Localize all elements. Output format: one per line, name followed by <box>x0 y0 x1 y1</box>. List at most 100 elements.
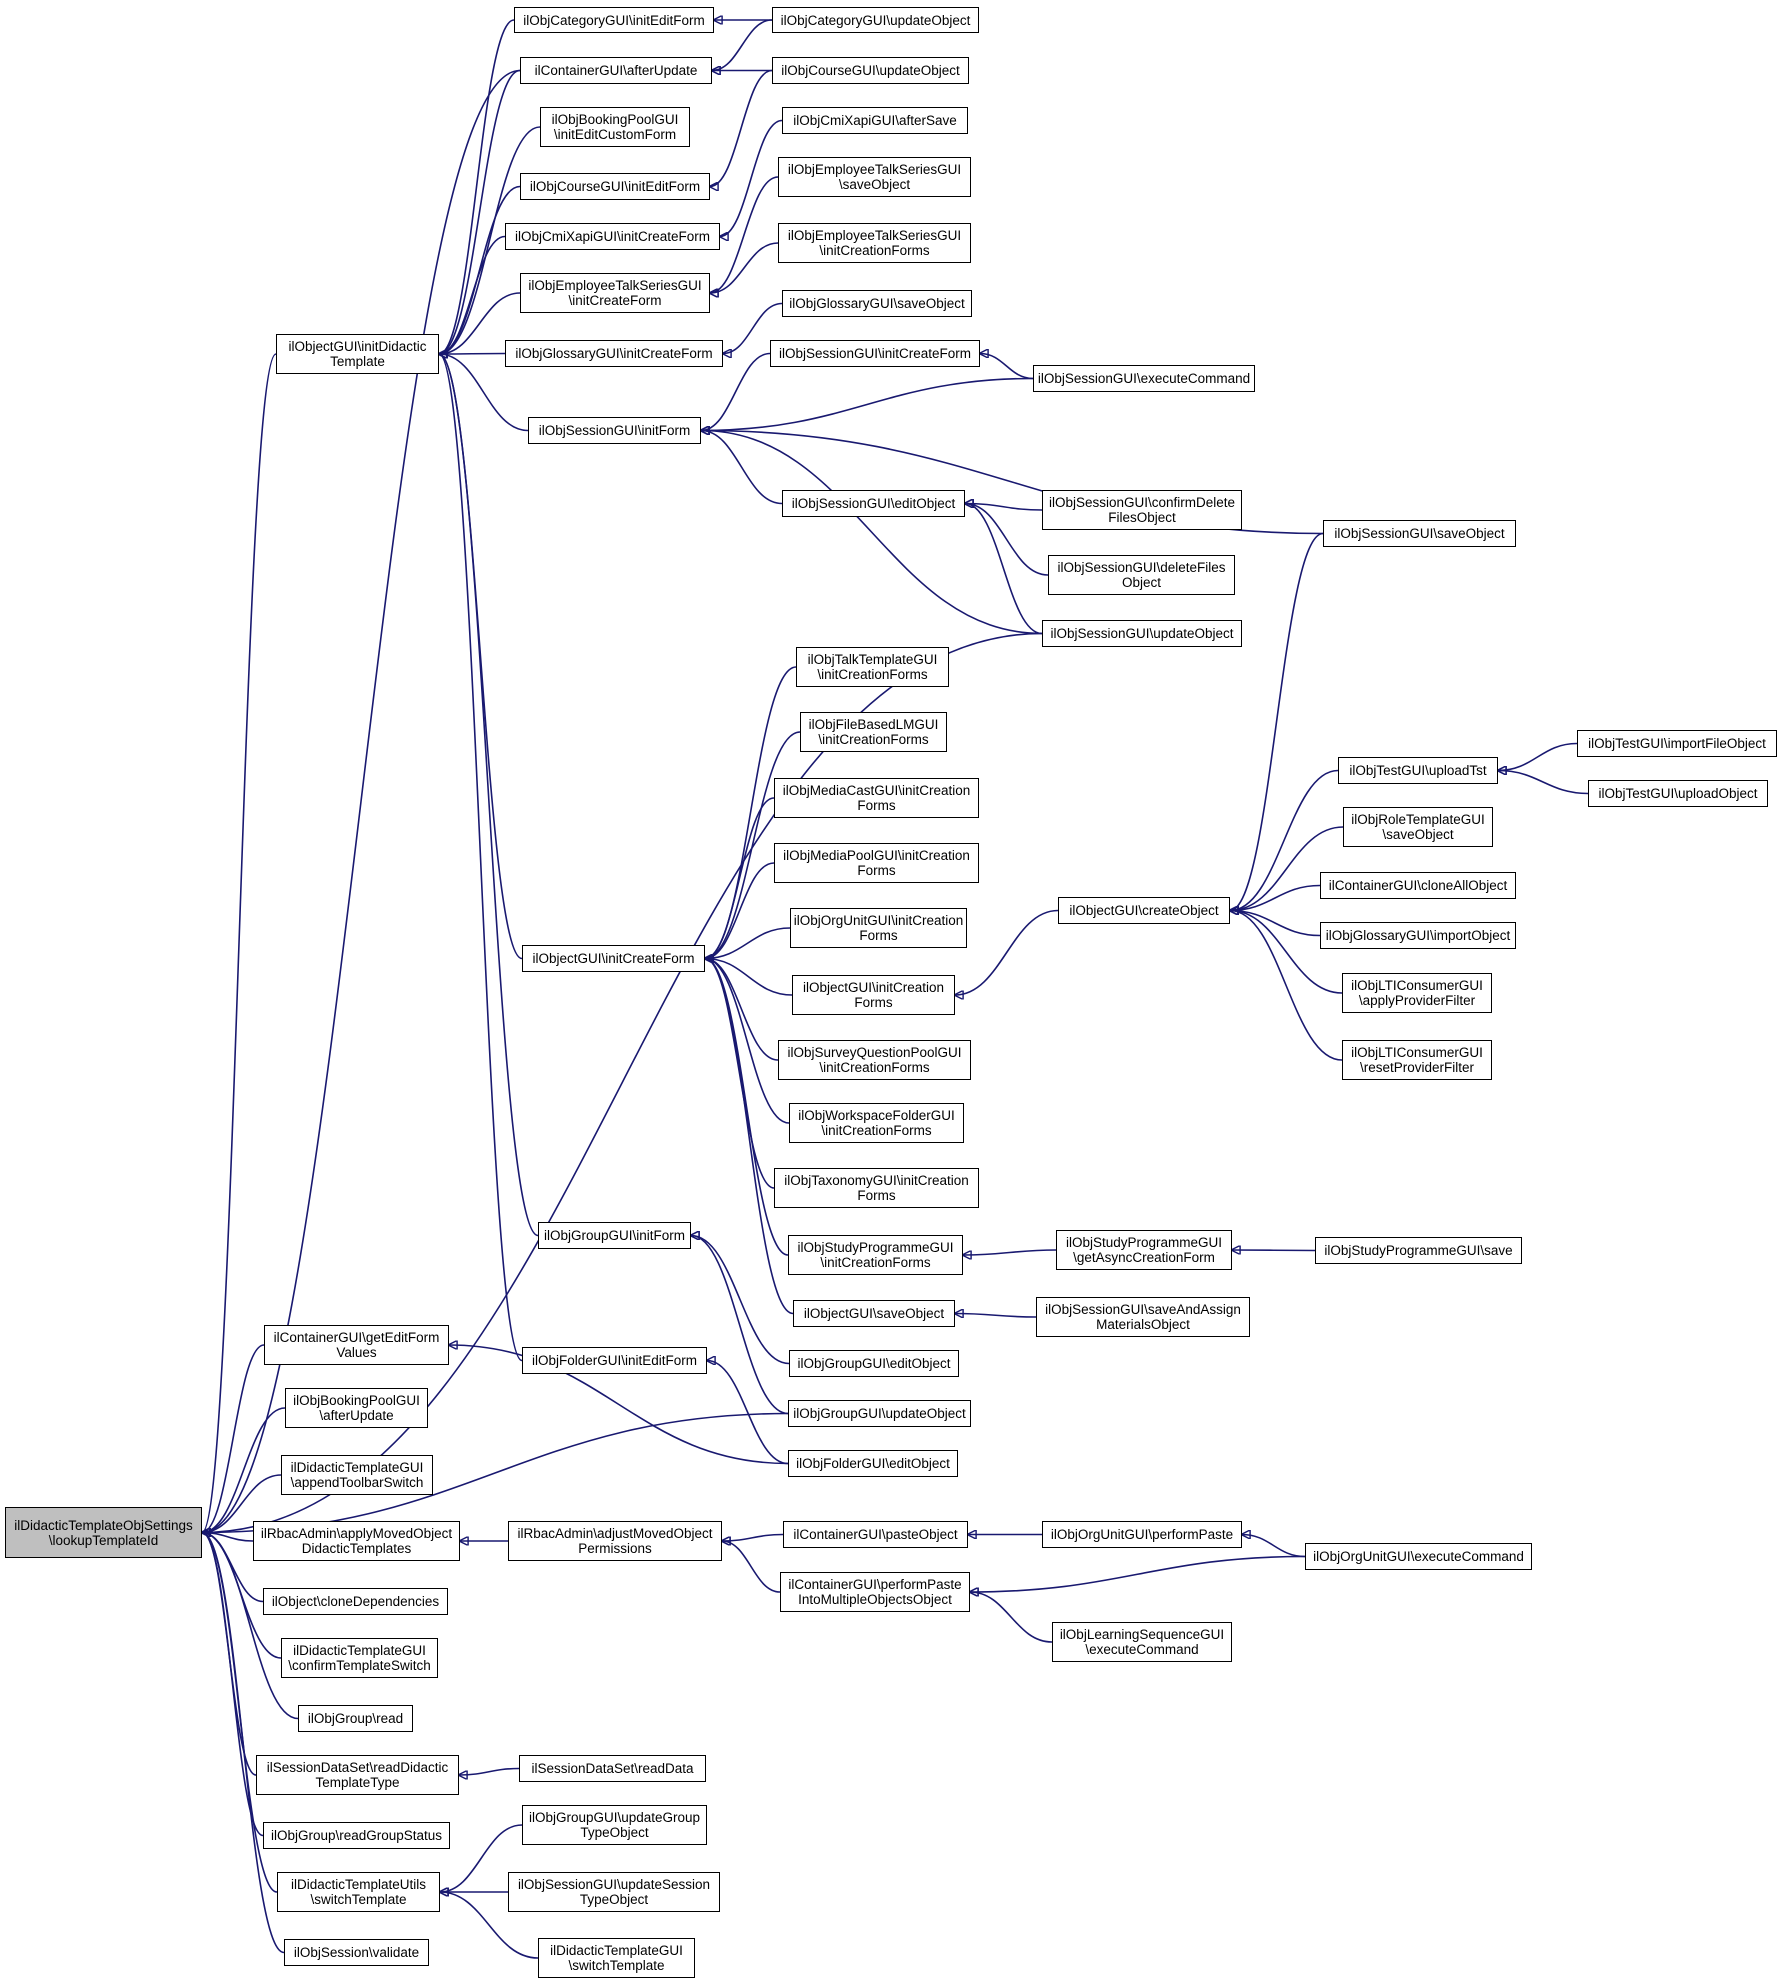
node-talk-template-gui-init-creation-forms[interactable]: ilObjTalkTemplateGUI \initCreationForms <box>796 647 949 687</box>
node-container-gui-after-update[interactable]: ilContainerGUI\afterUpdate <box>520 57 712 84</box>
node-container-gui-clone-all-object[interactable]: ilContainerGUI\cloneAllObject <box>1320 872 1516 899</box>
node-container-gui-perform-paste-into-multiple-objects[interactable]: ilContainerGUI\performPaste IntoMultiple… <box>780 1572 970 1612</box>
node-group-gui-init-form[interactable]: ilObjGroupGUI\initForm <box>538 1222 691 1249</box>
node-category-gui-update-object[interactable]: ilObjCategoryGUI\updateObject <box>772 7 979 33</box>
node-session-gui-edit-object[interactable]: ilObjSessionGUI\editObject <box>782 490 965 517</box>
node-test-gui-import-file-object[interactable]: ilObjTestGUI\importFileObject <box>1577 730 1777 757</box>
node-test-gui-upload-object[interactable]: ilObjTestGUI\uploadObject <box>1588 780 1768 807</box>
edge-n2-to-n1 <box>202 353 277 1533</box>
node-employee-talk-series-gui-init-creation-forms[interactable]: ilObjEmployeeTalkSeriesGUI \initCreation… <box>778 223 971 263</box>
edge-n44-to-n22 <box>705 959 793 996</box>
node-object-gui-save-object[interactable]: ilObjectGUI\saveObject <box>793 1300 955 1327</box>
node-obj-group-read-group-status[interactable]: ilObjGroup\readGroupStatus <box>263 1822 450 1849</box>
edge-n58-to-n59 <box>1230 532 1324 911</box>
node-lti-consumer-gui-apply-provider-filter[interactable]: ilObjLTIConsumerGUI \applyProviderFilter <box>1342 973 1492 1013</box>
node-employee-talk-series-gui-init-create-form[interactable]: ilObjEmployeeTalkSeriesGUI \initCreateFo… <box>520 273 710 313</box>
node-obj-session-validate[interactable]: ilObjSession\validate <box>284 1939 429 1966</box>
node-didactic-template-gui-switch-template[interactable]: ilDidacticTemplateGUI \switchTemplate <box>538 1938 695 1978</box>
node-cmi-xapi-gui-after-save[interactable]: ilObjCmiXapiGUI\afterSave <box>782 107 968 134</box>
node-session-gui-execute-command[interactable]: ilObjSessionGUI\executeCommand <box>1033 365 1255 392</box>
node-group-gui-update-group-type-object[interactable]: ilObjGroupGUI\updateGroup TypeObject <box>522 1805 707 1845</box>
node-course-gui-update-object[interactable]: ilObjCourseGUI\updateObject <box>772 57 969 84</box>
edge-n42-to-n22 <box>705 862 775 959</box>
node-container-gui-paste-object[interactable]: ilContainerGUI\pasteObject <box>783 1521 968 1548</box>
edge-n33-to-n19 <box>710 176 779 293</box>
node-session-data-set-read-didactic-template-type[interactable]: ilSessionDataSet\readDidactic TemplateTy… <box>256 1755 459 1795</box>
node-object-gui-init-didactic-template[interactable]: ilObjectGUI\initDidactic Template <box>276 334 439 374</box>
node-lookup-template-id[interactable]: ilDidacticTemplateObjSettings \lookupTem… <box>5 1507 202 1558</box>
node-workspace-folder-gui-init-creation-forms[interactable]: ilObjWorkspaceFolderGUI \initCreationFor… <box>789 1103 964 1143</box>
node-test-gui-upload-tst[interactable]: ilObjTestGUI\uploadTst <box>1338 757 1498 784</box>
edge-n63-to-n54 <box>970 1592 1053 1643</box>
node-role-template-gui-save-object[interactable]: ilObjRoleTemplateGUI \saveObject <box>1343 807 1493 847</box>
edge-n36-to-n21 <box>701 352 771 431</box>
edge-n37-to-n21 <box>701 431 783 505</box>
node-session-gui-save-object[interactable]: ilObjSessionGUI\saveObject <box>1323 520 1516 547</box>
node-session-gui-init-create-form[interactable]: ilObjSessionGUI\initCreateForm <box>770 340 980 367</box>
node-folder-gui-edit-object[interactable]: ilObjFolderGUI\editObject <box>788 1450 958 1477</box>
node-object-gui-init-create-form[interactable]: ilObjectGUI\initCreateForm <box>522 945 705 972</box>
node-didactic-template-utils-switch-template[interactable]: ilDidacticTemplateUtils \switchTemplate <box>277 1872 440 1912</box>
node-lti-consumer-gui-reset-provider-filter[interactable]: ilObjLTIConsumerGUI \resetProviderFilter <box>1342 1040 1492 1080</box>
edge-n71-to-n54 <box>970 1555 1306 1593</box>
edge-n55-to-n36 <box>980 354 1034 380</box>
node-group-gui-update-object[interactable]: ilObjGroupGUI\updateObject <box>788 1400 971 1427</box>
edge-n57-to-n37 <box>965 504 1049 576</box>
edge-n16-to-n2 <box>439 126 541 354</box>
node-object-clone-dependencies[interactable]: ilObject\cloneDependencies <box>263 1588 448 1615</box>
node-didactic-template-gui-confirm-template-switch[interactable]: ilDidacticTemplateGUI \confirmTemplateSw… <box>281 1638 438 1678</box>
node-object-gui-init-creation-forms[interactable]: ilObjectGUI\initCreation Forms <box>792 975 955 1015</box>
node-session-data-set-read-data[interactable]: ilSessionDataSet\readData <box>519 1755 706 1782</box>
node-glossary-gui-save-object[interactable]: ilObjGlossaryGUI\saveObject <box>782 290 972 317</box>
node-survey-question-pool-gui-init-creation-forms[interactable]: ilObjSurveyQuestionPoolGUI \initCreation… <box>778 1040 971 1080</box>
edge-n46-to-n22 <box>705 959 790 1124</box>
edge-n43-to-n22 <box>705 927 791 959</box>
node-org-unit-gui-perform-paste[interactable]: ilObjOrgUnitGUI\performPaste <box>1042 1521 1242 1548</box>
node-object-gui-create-object[interactable]: ilObjectGUI\createObject <box>1058 897 1230 924</box>
node-org-unit-gui-init-creation-forms[interactable]: ilObjOrgUnitGUI\initCreation Forms <box>790 908 967 948</box>
node-booking-pool-gui-init-edit-custom-form[interactable]: ilObjBookingPoolGUI \initEditCustomForm <box>540 107 690 147</box>
node-media-cast-gui-init-creation-forms[interactable]: ilObjMediaCastGUI\initCreation Forms <box>774 778 979 818</box>
edge-n38-to-n37 <box>965 504 1043 635</box>
edge-n24-to-n2 <box>439 354 523 1362</box>
node-learning-sequence-gui-execute-command[interactable]: ilObjLearningSequenceGUI \executeCommand <box>1052 1622 1232 1662</box>
node-booking-pool-gui-after-update[interactable]: ilObjBookingPoolGUI \afterUpdate <box>285 1388 428 1428</box>
edge-n40-to-n22 <box>705 731 801 959</box>
edge-n53-to-n25 <box>722 1533 784 1542</box>
node-glossary-gui-init-create-form[interactable]: ilObjGlossaryGUI\initCreateForm <box>505 340 723 367</box>
node-employee-talk-series-gui-save-object[interactable]: ilObjEmployeeTalkSeriesGUI \saveObject <box>778 157 971 197</box>
node-session-gui-confirm-delete-files-object[interactable]: ilObjSessionGUI\confirmDelete FilesObjec… <box>1042 490 1242 530</box>
node-session-gui-delete-files-object[interactable]: ilObjSessionGUI\deleteFiles Object <box>1048 555 1235 595</box>
node-file-based-lm-gui-init-creation-forms[interactable]: ilObjFileBasedLMGUI \initCreationForms <box>800 712 947 752</box>
edge-n15-to-n1 <box>202 69 521 1533</box>
edge-n72-to-n64 <box>1498 742 1578 771</box>
node-glossary-gui-import-object[interactable]: ilObjGlossaryGUI\importObject <box>1320 922 1516 949</box>
node-folder-gui-init-edit-form[interactable]: ilObjFolderGUI\initEditForm <box>522 1347 707 1374</box>
node-rbac-admin-apply-moved-object-didactic-templates[interactable]: ilRbacAdmin\applyMovedObject DidacticTem… <box>253 1521 460 1561</box>
node-group-gui-edit-object[interactable]: ilObjGroupGUI\editObject <box>789 1350 959 1377</box>
node-study-programme-gui-init-creation-forms[interactable]: ilObjStudyProgrammeGUI \initCreationForm… <box>788 1235 963 1275</box>
edge-n49-to-n22 <box>705 959 794 1315</box>
node-study-programme-gui-save[interactable]: ilObjStudyProgrammeGUI\save <box>1315 1237 1522 1264</box>
node-obj-group-read[interactable]: ilObjGroup\read <box>298 1705 413 1732</box>
node-taxonomy-gui-init-creation-forms[interactable]: ilObjTaxonomyGUI\initCreation Forms <box>774 1168 979 1208</box>
edge-n15-to-n2 <box>439 69 521 355</box>
node-category-gui-init-edit-form[interactable]: ilObjCategoryGUI\initEditForm <box>514 7 714 33</box>
edge-n69-to-n59 <box>1230 911 1343 1061</box>
node-study-programme-gui-get-async-creation-form[interactable]: ilObjStudyProgrammeGUI \getAsyncCreation… <box>1056 1230 1232 1270</box>
edge-n20-to-n2 <box>439 354 506 355</box>
node-didactic-template-gui-append-toolbar-switch[interactable]: ilDidacticTemplateGUI \appendToolbarSwit… <box>281 1455 433 1495</box>
edge-n31-to-n17 <box>710 69 773 187</box>
node-org-unit-gui-execute-command[interactable]: ilObjOrgUnitGUI\executeCommand <box>1305 1543 1532 1570</box>
node-media-pool-gui-init-creation-forms[interactable]: ilObjMediaPoolGUI\initCreation Forms <box>774 843 979 883</box>
edge-n38-to-n21 <box>701 431 1043 635</box>
node-session-gui-update-object[interactable]: ilObjSessionGUI\updateObject <box>1042 620 1242 647</box>
node-course-gui-init-edit-form[interactable]: ilObjCourseGUI\initEditForm <box>520 173 710 200</box>
node-session-gui-save-and-assign-materials-object[interactable]: ilObjSessionGUI\saveAndAssign MaterialsO… <box>1036 1297 1250 1337</box>
node-cmi-xapi-gui-init-create-form[interactable]: ilObjCmiXapiGUI\initCreateForm <box>505 223 720 250</box>
edge-n59-to-n44 <box>955 909 1059 996</box>
node-rbac-admin-adjust-moved-object-permissions[interactable]: ilRbacAdmin\adjustMovedObject Permission… <box>508 1521 722 1561</box>
node-session-gui-update-session-type-object[interactable]: ilObjSessionGUI\updateSession TypeObject <box>508 1872 720 1912</box>
node-container-gui-get-edit-form-values[interactable]: ilContainerGUI\getEditForm Values <box>264 1325 449 1365</box>
node-session-gui-init-form[interactable]: ilObjSessionGUI\initForm <box>528 417 701 444</box>
